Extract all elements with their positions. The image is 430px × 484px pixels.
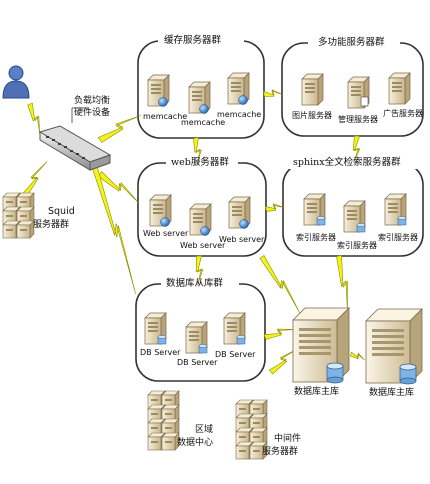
multi-server-label-3: 广告服务器 — [383, 109, 423, 118]
web-group-title: web服务器群 — [171, 157, 229, 168]
bolt-switch-web — [97, 171, 139, 203]
db-slave-label-2: DB Server — [177, 358, 218, 367]
image-server — [301, 73, 324, 106]
squid-server-stack — [2, 192, 35, 239]
lightning-links — [21, 89, 365, 375]
cache-server-label-2: memcache — [181, 118, 226, 127]
group-title-backgrounds — [158, 35, 417, 290]
globe-icon — [239, 219, 249, 229]
sphinx-server-label-1: 索引服务器 — [296, 233, 336, 242]
sphinx-server-label-2: 索引服务器 — [337, 241, 377, 250]
bolt-dbslave-dbmaster — [263, 328, 295, 340]
bolt-multi-sphinx — [352, 135, 361, 164]
bolt-web-sphinx — [264, 203, 284, 212]
admin-server — [347, 76, 370, 109]
bolt-dbmaster-link — [350, 351, 365, 361]
database-icon — [326, 362, 344, 370]
sphinx-group-title: sphinx全文检索服务器群 — [293, 157, 401, 168]
globe-icon — [158, 97, 168, 107]
cache-server-1 — [147, 74, 170, 107]
cache-server-label-3: memcache — [217, 110, 262, 119]
web-server-label-2: Web server — [180, 241, 226, 250]
cache-server-3 — [227, 72, 250, 105]
middleware-server-stack — [235, 399, 268, 460]
bolt-cache-multi — [263, 89, 283, 97]
database-icon — [356, 223, 366, 227]
multi-server-label-2: 管理服务器 — [338, 115, 378, 124]
load-balancer-label-line2: 硬件设备 — [74, 108, 111, 118]
load-balancer-label-line1: 负载均衡 — [74, 96, 111, 106]
db-master-server-2 — [365, 308, 423, 385]
cache-group-title: 缓存服务器群 — [164, 35, 222, 46]
bolt-cache-web — [193, 137, 202, 165]
index-server-3 — [384, 193, 407, 226]
bolt-switch-cache — [97, 115, 141, 143]
db-slave-server-3 — [223, 312, 246, 345]
globe-icon — [160, 217, 170, 227]
cache-server-2 — [188, 81, 211, 114]
bolt-web-dbslave — [195, 255, 204, 286]
index-server-2 — [343, 200, 366, 233]
regional-datacenter-stack — [147, 390, 180, 451]
globe-icon — [238, 95, 248, 105]
middleware-label-line2: 服务器群 — [262, 447, 299, 457]
database-icon — [198, 344, 208, 348]
database-icon — [316, 216, 326, 220]
bolt-web-dbmaster — [259, 255, 301, 314]
regional-label-line2: 数据中心 — [177, 438, 214, 448]
squid-label-line1: Squid — [48, 206, 75, 217]
db-master-server-1 — [292, 307, 350, 384]
bolt-user-switch — [27, 102, 40, 135]
regional-label-line1: 区域 — [195, 425, 214, 435]
server-icons — [2, 72, 411, 460]
db-slave-label-3: DB Server — [215, 350, 256, 359]
bolt-switch-dbslave — [92, 166, 136, 294]
sphinx-server-label-3: 索引服务器 — [378, 233, 418, 242]
db-master-servers — [292, 307, 423, 385]
bolt-squid-switch — [21, 161, 48, 198]
db-slave-server-2 — [185, 321, 208, 354]
web-server-1 — [149, 194, 172, 227]
db-slave-label-1: DB Server — [140, 348, 181, 357]
web-server-3 — [228, 196, 251, 229]
globe-icon — [200, 226, 210, 236]
bolt-dbslave-dbmaster-2 — [268, 348, 298, 375]
web-server-2 — [189, 203, 212, 236]
db-slave-group-title: 数据库从库群 — [166, 278, 224, 289]
globe-icon — [199, 104, 209, 114]
ad-server — [388, 72, 411, 105]
web-server-label-1: Web server — [143, 229, 189, 238]
middleware-label-line1: 中间件 — [274, 434, 302, 444]
user-icon — [2, 65, 30, 99]
db-master-label-1: 数据库主库 — [294, 387, 340, 397]
squid-label-line2: 服务器群 — [33, 220, 70, 230]
document-icon — [360, 96, 369, 107]
index-server-1 — [303, 193, 326, 226]
database-icon — [399, 363, 417, 371]
multi-group-title: 多功能服务器群 — [318, 37, 385, 48]
network-switch-icon — [38, 125, 112, 171]
database-icon — [397, 216, 407, 220]
db-master-label-2: 数据库主库 — [369, 388, 415, 398]
multi-server-label-1: 图片服务器 — [292, 111, 332, 120]
cache-server-label-1: memcache — [143, 112, 188, 121]
connection-lines — [71, 107, 88, 123]
bolt-sphinx-dbmaster — [336, 255, 348, 313]
db-slave-server-1 — [144, 312, 167, 345]
web-server-label-3: Web server — [219, 235, 265, 244]
database-icon — [157, 335, 167, 339]
database-icon — [236, 335, 246, 339]
